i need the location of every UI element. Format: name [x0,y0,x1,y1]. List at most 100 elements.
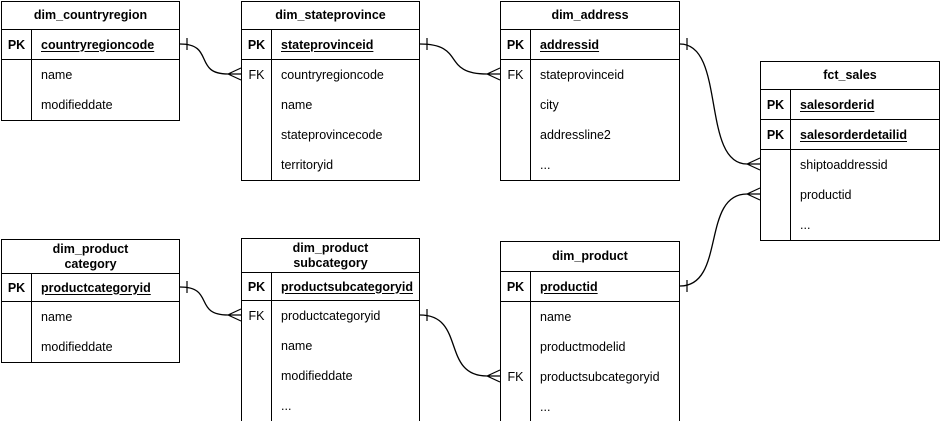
field-label: ... [281,399,292,413]
field-label: salesorderdetailid [800,127,907,142]
field-label: city [540,98,559,112]
field-label: productid [540,279,598,294]
table-title-dim_address: dim_address [501,2,679,30]
key-cell-empty [501,302,531,332]
key-cell-empty [242,391,272,421]
key-cell-empty [242,150,272,180]
key-cell-empty [2,60,32,90]
field-label: productcategoryid [281,309,381,323]
connector-product-to-fctsales[interactable] [679,193,748,287]
pk-badge: PK [761,90,791,119]
table-row-dim_productsubcategory-0: PK productsubcategoryid [242,273,419,301]
table-row-dim_productcategory-1: name [2,302,179,332]
field-label: name [41,68,73,82]
pk-badge: PK [2,30,32,59]
pk-badge: PK [242,273,272,300]
table-title-dim_productcategory: dim_product category [2,240,179,274]
field-label: shiptoaddressid [800,158,888,172]
cardinality-many-crowfoot-product-to-fctsales [746,187,761,201]
pk-badge: PK [242,30,272,59]
field-label: productcategoryid [41,280,151,295]
key-cell-empty [501,90,531,120]
key-cell-empty [501,120,531,150]
table-row-dim_address-0: PK addressid [501,30,679,60]
field-label: salesorderid [800,97,875,112]
field-label: ... [540,158,551,172]
pk-badge: PK [501,272,531,301]
pk-badge: PK [761,120,791,149]
fk-badge: FK [501,362,531,392]
key-cell-empty [242,331,272,361]
connector-subcategory-to-product[interactable] [419,314,488,377]
table-row-dim_stateprovince-3: stateprovincecode [242,120,419,150]
field-label: addressline2 [540,128,611,142]
table-title-dim_product: dim_product [501,242,679,272]
table-row-dim_countryregion-2: modifieddate [2,90,179,120]
key-cell-empty [761,210,791,240]
connector-stateprovince-to-address[interactable] [419,43,488,75]
field-label: productsubcategoryid [540,370,660,384]
field-label: productid [800,188,852,202]
table-row-fct_sales-1: PK salesorderdetailid [761,120,939,150]
key-cell-empty [242,361,272,391]
fk-badge: FK [242,60,272,90]
key-cell-empty [501,392,531,421]
field-label: name [281,98,313,112]
field-label: stateprovinceid [540,68,625,82]
table-row-fct_sales-3: productid [761,180,939,210]
key-cell-empty [2,90,32,120]
pk-badge: PK [2,274,32,301]
fk-badge: FK [242,301,272,331]
field-label: modifieddate [41,98,113,112]
field-label: countryregioncode [281,68,384,82]
key-cell-empty [2,302,32,332]
field-label: stateprovincecode [281,128,383,142]
table-row-dim_stateprovince-2: name [242,90,419,120]
table-row-dim_product-0: PK productid [501,272,679,302]
field-label: territoryid [281,158,334,172]
key-cell-empty [242,90,272,120]
table-title-fct_sales: fct_sales [761,62,939,90]
connector-category-to-subcategory[interactable] [179,286,229,316]
table-row-dim_productcategory-0: PK productcategoryid [2,274,179,302]
table-row-dim_stateprovince-0: PK stateprovinceid [242,30,419,60]
field-label: name [281,339,313,353]
table-row-dim_address-4: ... [501,150,679,180]
table-row-dim_productsubcategory-2: name [242,331,419,361]
connector-countryregion-to-stateprovince[interactable] [179,43,229,75]
field-label: ... [540,400,551,414]
table-row-dim_stateprovince-1: FK countryregioncode [242,60,419,90]
field-label: stateprovinceid [281,37,374,52]
table-title-dim_countryregion: dim_countryregion [2,2,179,30]
table-title-dim_stateprovince: dim_stateprovince [242,2,419,30]
table-row-dim_productsubcategory-1: FK productcategoryid [242,301,419,331]
field-label: addressid [540,37,600,52]
table-row-dim_productsubcategory-4: ... [242,391,419,421]
cardinality-many-crowfoot-countryregion-to-stateprovince [227,67,242,81]
table-row-dim_address-2: city [501,90,679,120]
pk-badge: PK [501,30,531,59]
connector-address-to-fctsales[interactable] [679,43,748,165]
field-label: name [540,310,572,324]
cardinality-many-crowfoot-category-to-subcategory [227,308,242,322]
table-row-dim_product-2: productmodelid [501,332,679,362]
key-cell-empty [501,332,531,362]
table-row-fct_sales-4: ... [761,210,939,240]
table-row-dim_countryregion-1: name [2,60,179,90]
cardinality-many-crowfoot-stateprovince-to-address [486,67,501,81]
field-label: productsubcategoryid [281,279,413,294]
field-label: modifieddate [41,340,113,354]
fk-badge: FK [501,60,531,90]
table-row-fct_sales-0: PK salesorderid [761,90,939,120]
table-row-fct_sales-2: shiptoaddressid [761,150,939,180]
cardinality-many-crowfoot-address-to-fctsales [746,157,761,171]
cardinality-many-crowfoot-subcategory-to-product [486,369,501,383]
table-row-dim_product-4: ... [501,392,679,421]
